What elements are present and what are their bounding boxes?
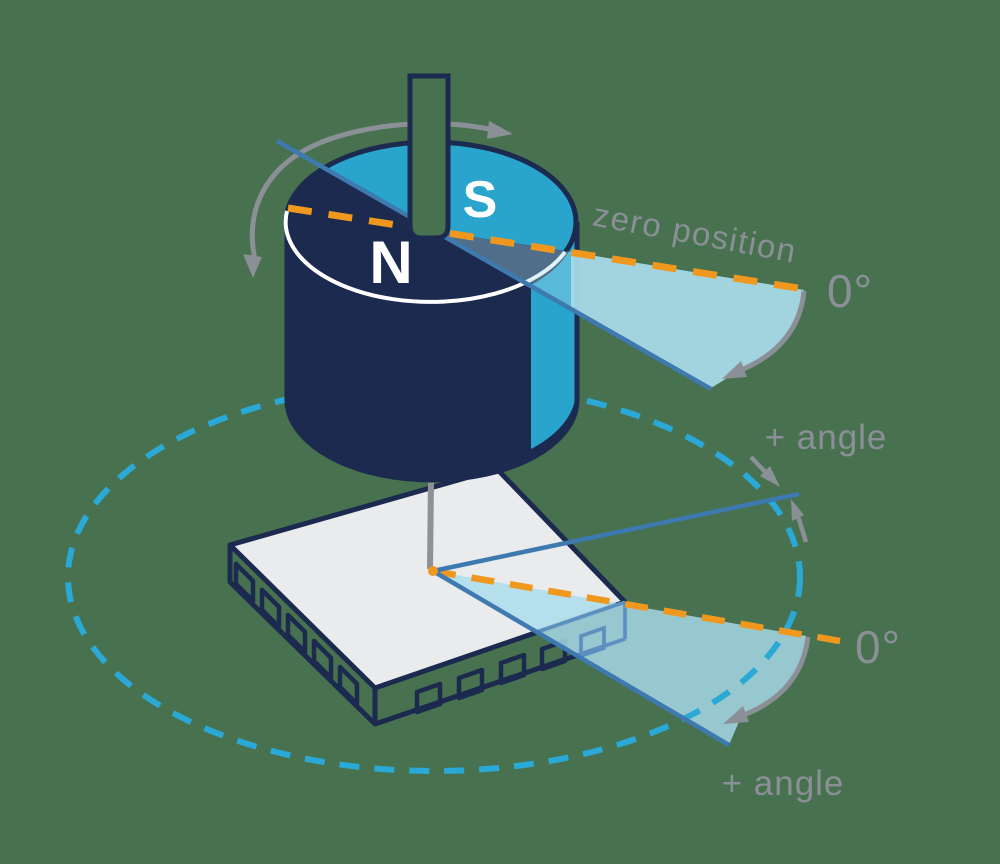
magnet-north-label: N [369, 229, 412, 296]
magnet-shaft-lower [427, 477, 434, 570]
zero-deg-magnet-label: 0° [827, 265, 873, 317]
sensor-sweep-arrow-arc [740, 636, 811, 719]
sensor-zero-line [432, 567, 841, 645]
magnet-wedge-fill [571, 252, 804, 388]
zero-deg-sensor-label: 0° [855, 621, 901, 673]
sensor-wedge-edge-ray [431, 569, 731, 747]
sensor-center-dot [428, 566, 438, 576]
sensor-chip [227, 466, 628, 727]
rotation-arrowhead-right [487, 121, 513, 139]
magnet-side-cyan-stripe [531, 222, 576, 449]
plus-angle-sensor-label: + angle [722, 764, 845, 803]
plus-angle-magnet-label: + angle [765, 418, 888, 457]
chip-pin-under-wedge [579, 625, 606, 659]
chip-pins-left [233, 561, 360, 707]
plus-angle-arrowhead-upper [760, 466, 780, 487]
sensor-angle-ray [432, 491, 800, 574]
dashed-rotation-circle [65, 380, 803, 774]
magnet-zero-line [287, 204, 805, 293]
magnet-sweep-arrow-arc [738, 290, 807, 374]
magnet-angle-wedge [571, 252, 807, 388]
chip-edges-under-wedge [536, 600, 627, 657]
magnet-bottom-rim-highlight [283, 210, 567, 304]
plus-angle-arrowhead-lower [791, 499, 804, 521]
magnet-body-outline [284, 222, 580, 483]
magnet-shaft-rod [407, 73, 451, 241]
sensor-sweep-arrowhead [723, 706, 749, 724]
magnet-pole-divider-line [275, 139, 713, 391]
magnet-sweep-arrowhead [722, 361, 747, 379]
rotation-arrowhead-left [243, 254, 262, 278]
magnet-south-label: S [463, 171, 498, 229]
sensor-reference-lines [428, 455, 841, 747]
magnet: N S [283, 139, 580, 483]
